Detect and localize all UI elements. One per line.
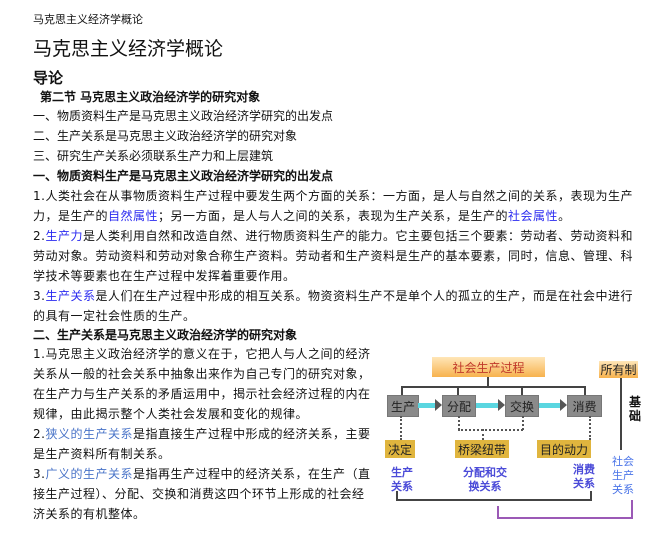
term-link[interactable]: 生产关系	[45, 289, 96, 303]
role-box: 决定	[385, 440, 415, 458]
text: 是人们在生产过程中形成的相互关系。物资资料生产不是单个人的孤立的生产，而是在社会…	[33, 289, 633, 323]
relation-label: 消费关系	[573, 463, 595, 490]
text: 是指直接生产过程中形成的经济关系，主要是生产资料所有制关系。	[33, 427, 371, 461]
stage-box: 交换	[505, 395, 539, 417]
text: 是人类利用自然和改造自然、进行物质资料生产的能力。它主要包括三个要素：劳动者、劳…	[33, 229, 634, 283]
part1-paragraph-3: 3.生产关系是人们在生产过程中形成的相互关系。物资资料生产不是单个人的孤立的生产…	[33, 286, 643, 326]
part2-paragraph-1: 1.马克思主义政治经济学的意义在于，它把人与人之间的经济关系从一般的社会关系中抽…	[33, 347, 371, 421]
basis-label: 基础	[629, 395, 642, 423]
role-box: 目的动力	[537, 440, 591, 458]
term-link[interactable]: 自然属性	[108, 209, 159, 223]
text: 是指再生产过程中的经济关系，在生产（直接生产过程）、分配、交换和消费这四个环节上…	[33, 467, 371, 521]
arrow-icon	[418, 399, 442, 411]
term-link[interactable]: 社会属性	[508, 209, 559, 223]
term-link[interactable]: 生产力	[45, 229, 83, 243]
outline: 一、物质资料生产是马克思主义政治经济学研究的出发点 二、生产关系是马克思主义政治…	[33, 106, 648, 186]
part1-paragraph-1: 1.人类社会在从事物质资料生产过程中要发生两个方面的关系：一方面，是人与自然之间…	[33, 186, 643, 226]
page-title: 马克思主义经济学概论	[33, 38, 224, 60]
part1-paragraph-2: 2.生产力是人类利用自然和改造自然、进行物质资料生产的能力。它主要包括三个要素：…	[33, 226, 643, 286]
text: 3.	[33, 467, 46, 481]
role-box: 桥梁纽带	[455, 440, 509, 458]
term-link[interactable]: 广义的生产关系	[45, 467, 133, 481]
document-body: 马克思主义经济学概论 马克思主义经济学概论 导论 第二节 马克思主义政治经济学的…	[33, 13, 648, 524]
outline-item: 一、物质资料生产是马克思主义政治经济学研究的出发点	[33, 109, 334, 123]
text: 2.	[33, 427, 46, 441]
outline-item: 三、研究生产关系必须联系生产力和上层建筑	[33, 149, 274, 163]
relation-label: 分配和交换关系	[463, 466, 507, 493]
section-heading: 第二节 马克思主义政治经济学的研究对象	[40, 90, 261, 104]
social-relations-label: 社会生产关系	[612, 455, 634, 496]
stage-box: 消费	[567, 395, 602, 417]
page-header: 马克思主义经济学概论	[33, 13, 143, 26]
arrow-icon	[476, 399, 505, 411]
relation-label: 生产关系	[391, 466, 413, 493]
text: 3.	[33, 289, 46, 303]
part2-heading: 二、生产关系是马克思主义政治经济学的研究对象	[33, 328, 298, 342]
term-link[interactable]: 狭义的生产关系	[45, 427, 133, 441]
part1-heading: 一、物质资料生产是马克思主义政治经济学研究的出发点	[33, 169, 334, 183]
stage-box: 分配	[442, 395, 476, 417]
chapter-heading: 导论	[33, 69, 64, 87]
text: 。	[558, 209, 571, 223]
stage-box: 生产	[387, 395, 419, 417]
social-production-box: 社会生产过程	[432, 357, 545, 377]
part2-paragraph-3: 3.广义的生产关系是指再生产过程中的经济关系，在生产（直接生产过程）、分配、交换…	[33, 464, 373, 524]
text: 2.	[33, 229, 46, 243]
text: ；另一方面，是人与人之间的关系，表现为生产关系，是生产的	[158, 209, 509, 223]
outline-item: 二、生产关系是马克思主义政治经济学的研究对象	[33, 129, 298, 143]
arrow-icon	[539, 399, 567, 411]
text: 1.人类社会在从事物质资料生产过程中要发生两个方面的关系：一方面，是人与自然之间…	[33, 189, 633, 223]
part2-column: 二、生产关系是马克思主义政治经济学的研究对象 1.马克思主义政治经济学的意义在于…	[33, 326, 373, 524]
ownership-box: 所有制	[599, 361, 638, 378]
part2-paragraph-2: 2.狭义的生产关系是指直接生产过程中形成的经济关系，主要是生产资料所有制关系。	[33, 424, 373, 464]
